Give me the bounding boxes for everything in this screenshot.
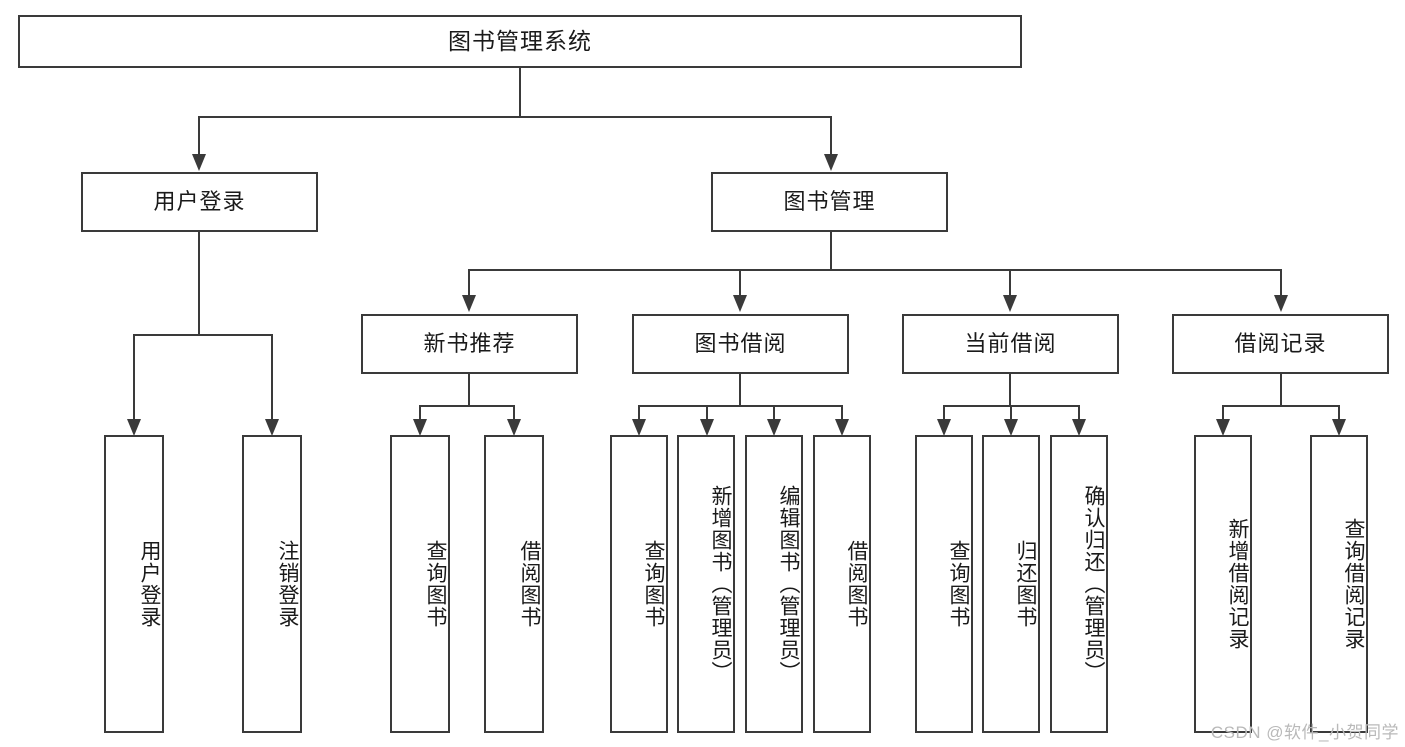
node-user-login: 用户登录 (81, 172, 318, 232)
node-leaf-confirm-return-admin: 确认归还（管理员） (1050, 435, 1108, 733)
arrow-nb-to-leaf-2 (507, 419, 521, 436)
edge-new-book-stem (468, 374, 470, 407)
arrow-bm-to-new-book (462, 295, 476, 312)
node-leaf-add-book-admin: 新增图书（管理员） (677, 435, 735, 733)
node-root-book-management-system: 图书管理系统 (18, 15, 1022, 68)
arrow-bm-to-book-borrow (733, 295, 747, 312)
arrow-user-login-to-leaf-1 (127, 419, 141, 436)
watermark-text: CSDN @软件_小贺同学 (1210, 723, 1399, 742)
edge-borrow-record-bus (1222, 405, 1340, 407)
edge-bm-to-book-borrow (739, 269, 741, 297)
edge-br-to-leaf-1 (1222, 405, 1224, 422)
arrow-br-to-leaf-1 (1216, 419, 1230, 436)
edge-cb-to-leaf-3 (1078, 405, 1080, 422)
arrow-cb-to-leaf-1 (937, 419, 951, 436)
edge-user-login-stem (198, 232, 200, 336)
edge-root-stem (519, 68, 521, 117)
arrow-cb-to-leaf-2 (1004, 419, 1018, 436)
arrow-bb-to-leaf-4 (835, 419, 849, 436)
node-leaf-query-book-current: 查询图书 (915, 435, 973, 733)
node-leaf-logout: 注销登录 (242, 435, 302, 733)
edge-current-borrow-stem (1009, 374, 1011, 407)
edge-root-to-user-login (198, 116, 200, 156)
node-label: 用户登录 (153, 188, 246, 214)
node-label: 注销登录 (276, 540, 299, 628)
edge-cb-to-leaf-1 (943, 405, 945, 422)
node-label: 图书管理系统 (448, 27, 592, 54)
edge-bm-to-borrow-record (1280, 269, 1282, 297)
node-book-borrow: 图书借阅 (632, 314, 849, 374)
edge-book-borrow-stem (739, 374, 741, 407)
edge-new-book-bus (419, 405, 515, 407)
node-leaf-edit-book-admin: 编辑图书（管理员） (745, 435, 803, 733)
edge-book-borrow-bus (638, 405, 843, 407)
node-label: 图书管理 (783, 188, 876, 214)
node-leaf-borrow-book-newbook: 借阅图书 (484, 435, 544, 733)
node-label: 用户登录 (138, 540, 161, 628)
edge-nb-to-leaf-2 (513, 405, 515, 422)
edge-book-management-bus (468, 269, 1280, 271)
node-leaf-return-book: 归还图书 (982, 435, 1040, 733)
node-leaf-query-book-newbook: 查询图书 (390, 435, 450, 733)
node-label: 编辑图书（管理员） (777, 485, 800, 683)
arrow-root-to-book-management (824, 154, 838, 171)
arrow-bm-to-borrow-record (1274, 295, 1288, 312)
node-leaf-user-login: 用户登录 (104, 435, 164, 733)
node-label: 归还图书 (1014, 540, 1037, 628)
node-label: 查询图书 (642, 540, 665, 628)
node-leaf-borrow-book: 借阅图书 (813, 435, 871, 733)
node-leaf-query-borrow-record: 查询借阅记录 (1310, 435, 1368, 733)
edge-user-login-to-leaf-1 (133, 334, 135, 422)
edge-bm-to-new-book (468, 269, 470, 297)
node-label: 新增图书（管理员） (709, 485, 732, 683)
edge-root-bus (198, 116, 832, 118)
edge-bb-to-leaf-3 (773, 405, 775, 422)
edge-bb-to-leaf-4 (841, 405, 843, 422)
arrow-user-login-to-leaf-2 (265, 419, 279, 436)
node-new-book-recommend: 新书推荐 (361, 314, 578, 374)
arrow-cb-to-leaf-3 (1072, 419, 1086, 436)
edge-bb-to-leaf-2 (706, 405, 708, 422)
node-label: 借阅图书 (518, 540, 541, 628)
node-book-management: 图书管理 (711, 172, 948, 232)
node-label: 查询图书 (424, 540, 447, 628)
node-label: 借阅记录 (1234, 330, 1327, 356)
edge-cb-to-leaf-2 (1010, 405, 1012, 422)
node-label: 图书借阅 (694, 330, 787, 356)
arrow-bm-to-current-borrow (1003, 295, 1017, 312)
edge-user-login-bus (133, 334, 272, 336)
edge-book-management-stem (830, 232, 832, 271)
node-borrow-record: 借阅记录 (1172, 314, 1389, 374)
edge-root-to-book-management (830, 116, 832, 156)
edge-br-to-leaf-2 (1338, 405, 1340, 422)
node-label: 新书推荐 (423, 330, 516, 356)
node-leaf-query-book-borrow: 查询图书 (610, 435, 668, 733)
node-label: 当前借阅 (964, 330, 1057, 356)
edge-borrow-record-stem (1280, 374, 1282, 407)
arrow-bb-to-leaf-3 (767, 419, 781, 436)
edge-nb-to-leaf-1 (419, 405, 421, 422)
edge-bm-to-current-borrow (1009, 269, 1011, 297)
edge-bb-to-leaf-1 (638, 405, 640, 422)
arrow-nb-to-leaf-1 (413, 419, 427, 436)
arrow-bb-to-leaf-2 (700, 419, 714, 436)
arrow-bb-to-leaf-1 (632, 419, 646, 436)
edge-user-login-to-leaf-2 (271, 334, 273, 422)
node-label: 新增借阅记录 (1226, 518, 1249, 650)
arrow-br-to-leaf-2 (1332, 419, 1346, 436)
node-label: 查询图书 (947, 540, 970, 628)
node-current-borrow: 当前借阅 (902, 314, 1119, 374)
arrow-root-to-user-login (192, 154, 206, 171)
node-leaf-add-borrow-record: 新增借阅记录 (1194, 435, 1252, 733)
node-label: 查询借阅记录 (1342, 518, 1365, 650)
node-label: 确认归还（管理员） (1082, 485, 1105, 683)
node-label: 借阅图书 (845, 540, 868, 628)
